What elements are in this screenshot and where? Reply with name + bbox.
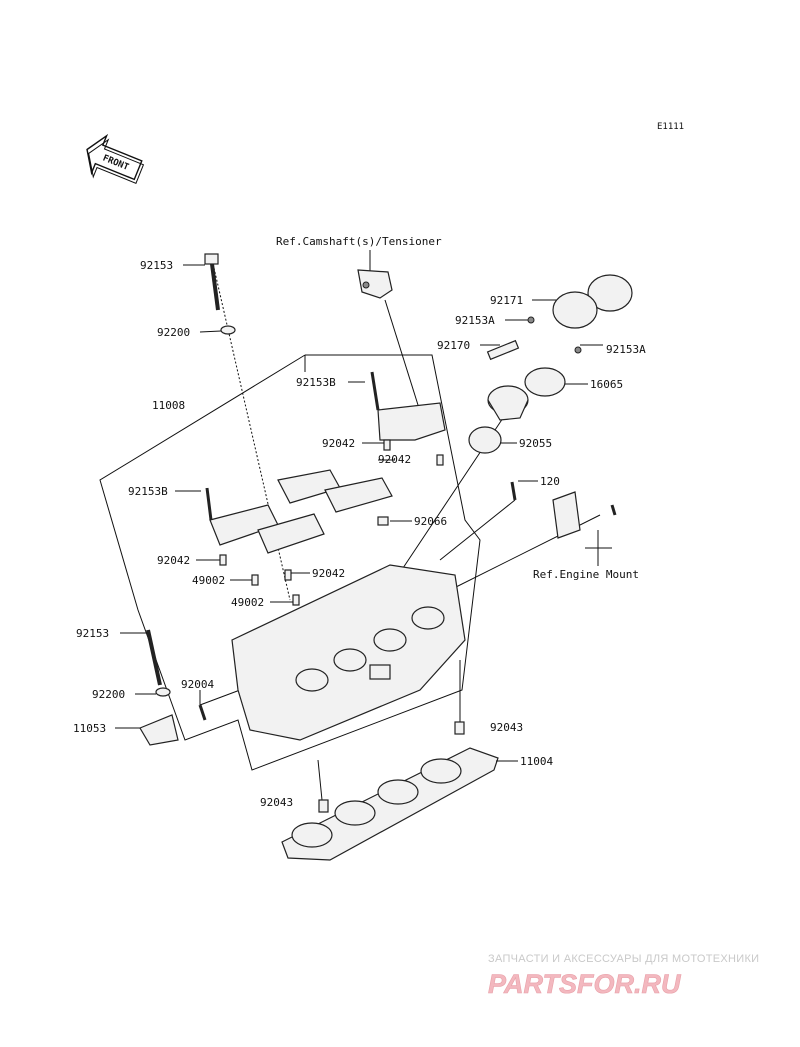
label-92004: 92004 [181,678,214,691]
camshaft-tensioner-bracket [357,269,393,299]
camshaft-caps [209,402,446,554]
label-92043-a: 92043 [490,721,523,734]
bolt-92153B-left [205,487,213,521]
stud-92004 [198,704,207,721]
intake-holders-16065 [487,367,566,421]
label-49002-a: 49002 [192,574,225,587]
head-gasket-11004 [281,747,499,861]
label-92042-b: 92042 [378,453,411,466]
bolt-120 [510,481,517,501]
ref-camshaft-label: Ref.Camshaft(s)/Tensioner [276,235,442,248]
label-49002-b: 49002 [231,596,264,609]
watermark: ЗАПЧАСТИ И АКСЕССУАРЫ ДЛЯ МОТОТЕХНИКИ PA… [488,953,759,999]
label-92066: 92066 [414,515,447,528]
engine-mount-bracket [552,491,617,539]
ref-engine-mount-label: Ref.Engine Mount [533,568,639,581]
bolt-92153-left [146,629,162,686]
label-92153A-a: 92153A [455,314,495,327]
washer-92200-top [220,325,236,335]
dowel-pins [219,439,444,606]
intake-clamps [486,274,633,361]
label-92171: 92171 [490,294,523,307]
label-92153-top: 92153 [140,259,173,272]
label-92042-c: 92042 [157,554,190,567]
label-16065: 16065 [590,378,623,391]
bolt-92153-top [204,253,220,311]
label-92153A-b: 92153A [606,343,646,356]
plug-92066 [377,516,389,526]
label-92055: 92055 [519,437,552,450]
washer-92200-left [155,687,171,697]
label-92200-left: 92200 [92,688,125,701]
label-11053: 11053 [73,722,106,735]
oring-92055 [468,426,502,454]
label-92153-left: 92153 [76,627,109,640]
front-arrow-icon: FRONT [86,133,145,184]
bolt-92153B-upper [370,371,380,411]
label-120: 120 [540,475,560,488]
label-92042-d: 92042 [312,567,345,580]
label-11008: 11008 [152,399,185,412]
watermark-logo: PARTSFOR.RU [488,969,682,999]
cylinder-head-assy [231,564,466,741]
label-92153B-upper: 92153B [296,376,336,389]
watermark-tagline: ЗАПЧАСТИ И АКСЕССУАРЫ ДЛЯ МОТОТЕХНИКИ [488,953,759,965]
bracket-11053 [139,714,179,746]
label-92200-top: 92200 [157,326,190,339]
part-labels: 92153 92200 92171 92153A 92170 92153A 92… [73,259,646,809]
label-92043-b: 92043 [260,796,293,809]
leader-lines [115,264,603,762]
diagram-code: E1111 [657,122,684,132]
label-92042-a: 92042 [322,437,355,450]
label-11004: 11004 [520,755,553,768]
dowel-92043-lower [318,799,329,813]
label-92170: 92170 [437,339,470,352]
label-92153B-left: 92153B [128,485,168,498]
dowel-92043-upper [454,721,465,735]
